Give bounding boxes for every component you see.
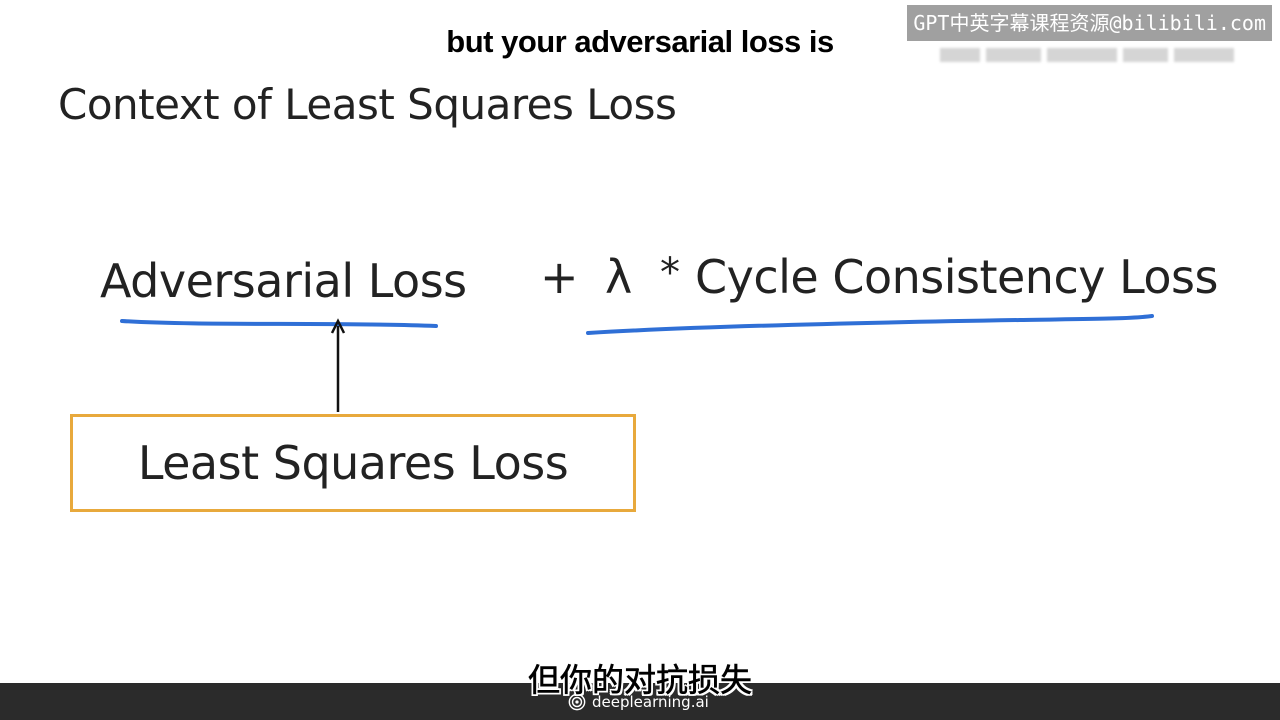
- plus-operator: +: [540, 250, 579, 304]
- least-squares-box: Least Squares Loss: [70, 414, 636, 512]
- adversarial-loss-term: Adversarial Loss: [100, 254, 467, 308]
- cycle-consistency-loss-term: Cycle Consistency Loss: [695, 250, 1219, 304]
- brand-name: deeplearning.ai: [592, 693, 709, 711]
- slide-title: Context of Least Squares Loss: [58, 80, 677, 129]
- watermark-blurred-text: [940, 44, 1260, 64]
- subtitle-english: but your adversarial loss is: [446, 24, 834, 59]
- brand: deeplearning.ai: [568, 691, 709, 713]
- deeplearning-logo-icon: [568, 693, 586, 711]
- arrow-head: [330, 318, 346, 334]
- least-squares-label: Least Squares Loss: [137, 436, 569, 490]
- watermark: GPT中英字幕课程资源@bilibili.com: [907, 5, 1272, 41]
- lambda-symbol: λ: [605, 250, 632, 304]
- footer-bar: deeplearning.ai: [0, 683, 1280, 720]
- adversarial-underline: [120, 319, 438, 328]
- cycle-consistency-underline: [586, 314, 1154, 335]
- multiply-operator: *: [660, 250, 680, 296]
- subtitle-chinese: 但你的对抗损失: [527, 661, 753, 700]
- watermark-text: GPT中英字幕课程资源@bilibili.com: [913, 11, 1266, 35]
